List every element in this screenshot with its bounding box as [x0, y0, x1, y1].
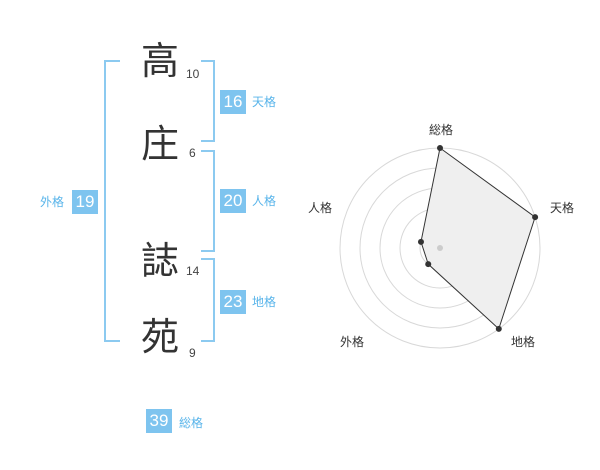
chikaku-bracket	[201, 258, 215, 342]
chikaku-label: 地格	[252, 295, 277, 309]
gaikaku-value: 19	[72, 190, 98, 214]
jinkaku-value: 20	[220, 189, 246, 213]
radar-point	[417, 238, 424, 245]
radar-axis-label-gaikaku: 外格	[340, 334, 364, 349]
soukaku-value: 39	[146, 409, 172, 433]
chikaku-value: 23	[220, 290, 246, 314]
radar-axis-label-tenkaku: 天格	[550, 200, 574, 215]
radar-point	[495, 325, 502, 332]
radar-axis-label-chikaku: 地格	[511, 334, 535, 349]
name-char-3: 誌	[141, 239, 180, 283]
gaikaku-bracket	[104, 60, 120, 342]
stroke-count-3: 14	[186, 264, 200, 278]
radar-axis-label-soukaku: 総格	[429, 122, 453, 137]
radar-point	[532, 214, 539, 221]
tenkaku-value: 16	[220, 90, 246, 114]
tenkaku-bracket	[201, 60, 215, 142]
radar-point	[425, 261, 432, 268]
stroke-count-2: 6	[189, 146, 196, 160]
name-char-2: 庄	[141, 122, 180, 166]
soukaku-label: 総格	[179, 416, 204, 430]
radar-point	[437, 145, 443, 151]
stroke-count-4: 9	[189, 346, 196, 360]
tenkaku-label: 天格	[252, 95, 277, 109]
radar-center	[437, 245, 443, 251]
radar-area	[420, 147, 536, 330]
stroke-count-1: 10	[186, 67, 200, 81]
jinkaku-bracket	[201, 150, 215, 252]
name-char-1: 高	[141, 39, 180, 83]
fortune-radar-chart: 総格 天格 地格 外格 人格	[308, 122, 574, 349]
jinkaku-label: 人格	[252, 194, 277, 208]
name-char-4: 苑	[141, 315, 180, 359]
gaikaku-label: 外格	[40, 195, 65, 209]
radar-axis-label-jinkaku: 人格	[308, 200, 332, 215]
